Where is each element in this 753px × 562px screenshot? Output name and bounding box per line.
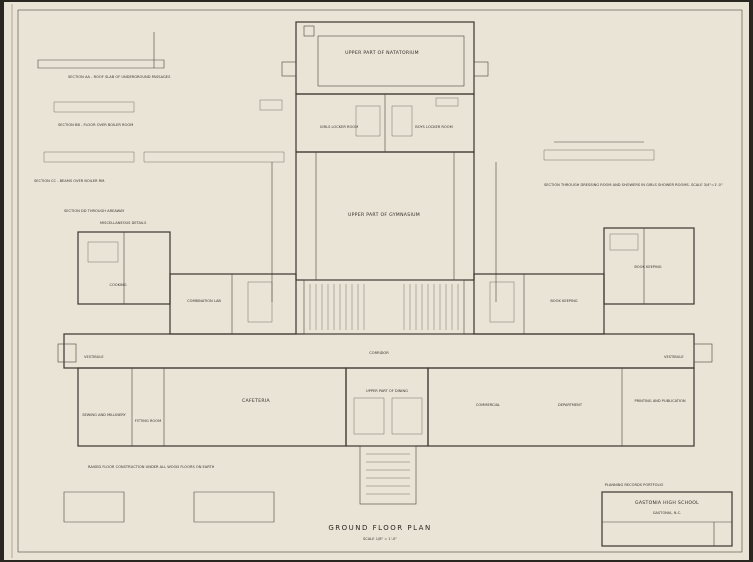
plan-title: GROUND FLOOR PLAN [328, 524, 431, 532]
gymnasium-label: UPPER PART OF GYMNASIUM [348, 212, 420, 218]
left-wing-rooms: COOKING COMBINATION LAB VESTIBULE [57, 232, 273, 363]
combination-lab-label: COMBINATION LAB [187, 299, 221, 303]
section-aa-label: SECTION AA - ROOF SLAB OF UNDERGROUND PA… [68, 75, 171, 79]
commercial-label: COMMERCIAL [476, 403, 500, 407]
vestibule-left-label: VESTIBULE [84, 355, 104, 359]
raised-floor-detail: RAISED FLOOR CONSTRUCTION UNDER ALL WOOD… [63, 465, 275, 523]
boys-locker-label: BOYS LOCKER ROOM [415, 125, 452, 129]
sewing-label: SEWING AND MILLINERY [82, 413, 126, 417]
girls-locker-label: GIRLS LOCKER ROOM [320, 125, 359, 129]
front-range-rooms: SEWING AND MILLINERY FITTING ROOM CAFETE… [82, 368, 686, 446]
main-building-outline [63, 227, 695, 447]
fitting-label: FITTING ROOM [135, 419, 161, 423]
dressing-section-detail: SECTION THROUGH DRESSING ROOM AND SHOWER… [543, 141, 723, 187]
printing-label: PRINTING AND PUBLICATION [634, 399, 685, 403]
sheet-border [17, 9, 743, 553]
book-keeping-right-label: BOOK KEEPING [634, 265, 661, 269]
cafeteria-label: CAFETERIA [242, 398, 271, 404]
school-name: GASTONIA HIGH SCHOOL [635, 500, 699, 506]
natatorium-label: UPPER PART OF NATATORIUM [345, 50, 419, 56]
book-keeping-left-label: BOOK KEEPING [550, 299, 577, 303]
misc-details-label: MISCELLANEOUS DETAILS [100, 221, 147, 225]
section-cc-label: SECTION CC - BEAMS OVER BOILER RM. [34, 179, 105, 183]
right-wing-rooms: BOOK KEEPING BOOK KEEPING VESTIBULE [489, 228, 713, 363]
front-entrance-steps [359, 445, 417, 505]
floor-plan-drawing: UPPER PART OF NATATORIUM GIRLS LOCKER RO… [11, 4, 743, 558]
stamp-label: PLANNING RECORDS PORTFOLIO [605, 483, 664, 487]
title-block: PLANNING RECORDS PORTFOLIO GASTONIA HIGH… [601, 483, 733, 547]
section-bb-label: SECTION BB - FLOOR OVER BOILER ROOM [58, 123, 133, 127]
department-label: DEPARTMENT [558, 403, 583, 407]
corridor-label: CORRIDOR [369, 351, 389, 355]
locker-rooms-block: GIRLS LOCKER ROOM BOYS LOCKER ROOM [259, 93, 475, 153]
central-stair [303, 279, 465, 335]
blueprint-sheet: UPPER PART OF NATATORIUM GIRLS LOCKER RO… [4, 2, 749, 560]
cooking-label: COOKING [109, 283, 126, 287]
vestibule-right-label: VESTIBULE [664, 355, 684, 359]
section-dd-label: SECTION DD THROUGH AREAWAY [64, 209, 125, 213]
natatorium-block: UPPER PART OF NATATORIUM [281, 21, 489, 95]
detail-sections: SECTION AA - ROOF SLAB OF UNDERGROUND PA… [34, 32, 285, 225]
upper-dining-label: UPPER PART OF DINING [366, 389, 408, 393]
plan-scale: SCALE 1/8" = 1'-0" [363, 537, 397, 541]
gymnasium-block: UPPER PART OF GYMNASIUM [271, 151, 497, 302]
raised-floor-label: RAISED FLOOR CONSTRUCTION UNDER ALL WOOD… [88, 465, 215, 469]
school-city: GASTONIA, N.C. [653, 511, 682, 515]
dressing-section-label: SECTION THROUGH DRESSING ROOM AND SHOWER… [544, 183, 723, 187]
